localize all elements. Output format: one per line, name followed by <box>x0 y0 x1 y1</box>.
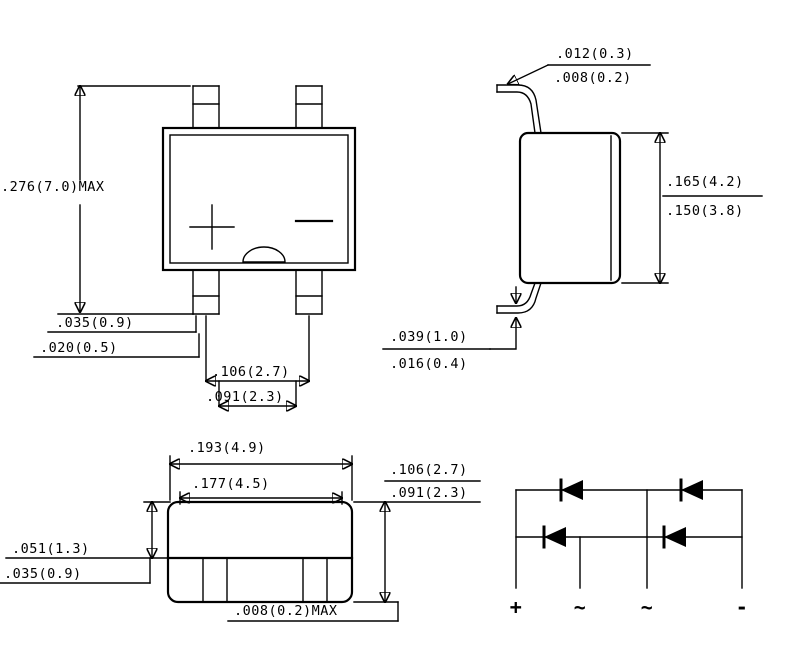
dim-body-width-inner: .177(4.5) <box>180 476 342 505</box>
dim-shoulder-height: .051(1.3) <box>5 502 171 558</box>
dim-lead-thickness: .012(0.3) .008(0.2) <box>508 46 651 86</box>
dim-body-height: .165(4.2) .150(3.8) <box>621 133 763 283</box>
dim-body-width-inner-label: .177(4.5) <box>192 476 270 492</box>
pin1-marker-blob <box>242 246 286 263</box>
dim-body-height-max-label: .165(4.2) <box>666 174 744 190</box>
dim-lead-width: .035(0.9) <box>47 315 197 333</box>
dim-base-height: .035(0.9) <box>0 557 151 584</box>
dim-lead-thickness-max-label: .012(0.3) <box>556 46 634 62</box>
dim-standoff-label: .008(0.2)MAX <box>234 603 338 619</box>
dim-lead-thickness-min-label: .008(0.2) <box>554 70 632 86</box>
dim-overall-length-label: .276(7.0)MAX <box>1 179 105 195</box>
front-view: .193(4.9) .177(4.5) .106(2.7) .091(2.3) … <box>0 440 481 622</box>
top-view: .276(7.0)MAX .035(0.9) .020(0.5) .106(2.… <box>1 85 357 406</box>
dim-shoulder-height-label: .051(1.3) <box>12 541 90 557</box>
dim-base-height-label: .035(0.9) <box>4 566 82 582</box>
polarity-plus-mark <box>189 204 235 250</box>
dim-lead-foot-min-label: .016(0.4) <box>390 356 468 372</box>
dim-body-width-outer-label: .193(4.9) <box>188 440 266 456</box>
dim-body-height-min-label: .150(3.8) <box>666 203 744 219</box>
lead-gullwing-top <box>496 84 542 134</box>
dim-standoff: .008(0.2)MAX <box>227 601 399 622</box>
dim-package-height-min-label: .091(2.3) <box>390 485 468 501</box>
terminal-negative-label: - <box>736 595 749 619</box>
dim-package-height-max-label: .106(2.7) <box>390 462 468 478</box>
diode-bottom-right <box>662 525 686 549</box>
schematic-wires <box>515 489 743 589</box>
body-inner-outline <box>169 134 349 264</box>
dim-lead-span-outer: .106(2.7) <box>206 315 309 381</box>
terminal-positive-label: + <box>510 595 523 619</box>
dim-overall-length: .276(7.0)MAX <box>1 86 194 315</box>
lead-gullwing-bottom <box>496 282 542 314</box>
dim-lead-tip-width: .020(0.5) <box>33 333 200 358</box>
terminal-ac-left-label: ~ <box>574 595 587 619</box>
side-view: .012(0.3) .008(0.2) .165(4.2) .150(3.8) … <box>382 46 763 372</box>
dim-lead-tip-width-label: .020(0.5) <box>40 340 118 356</box>
diode-top-right <box>679 478 703 502</box>
dim-body-width-outer: .193(4.9) <box>170 440 352 501</box>
body-side-outline <box>518 131 622 285</box>
dim-lead-span-outer-label: .106(2.7) <box>212 364 290 380</box>
dim-lead-foot-max-label: .039(1.0) <box>390 329 468 345</box>
dim-lead-span-inner: .091(2.3) <box>206 380 296 406</box>
lead-bottom-right <box>295 269 323 315</box>
diode-top-left <box>559 478 583 502</box>
lead-top-right <box>295 85 323 129</box>
dim-lead-foot: .039(1.0) .016(0.4) <box>382 286 516 372</box>
bridge-schematic: + ~ ~ - <box>510 478 749 619</box>
body-front-outline <box>166 500 354 604</box>
diode-bottom-left <box>542 525 566 549</box>
lead-bottom-left <box>192 269 220 315</box>
body-outline <box>161 126 357 272</box>
dim-package-height: .106(2.7) .091(2.3) <box>353 462 481 602</box>
dim-lead-span-inner-label: .091(2.3) <box>206 389 284 405</box>
lead-top-left <box>192 85 220 129</box>
dim-lead-width-label: .035(0.9) <box>56 315 134 331</box>
terminal-ac-right-label: ~ <box>641 595 654 619</box>
front-leads <box>202 557 328 603</box>
